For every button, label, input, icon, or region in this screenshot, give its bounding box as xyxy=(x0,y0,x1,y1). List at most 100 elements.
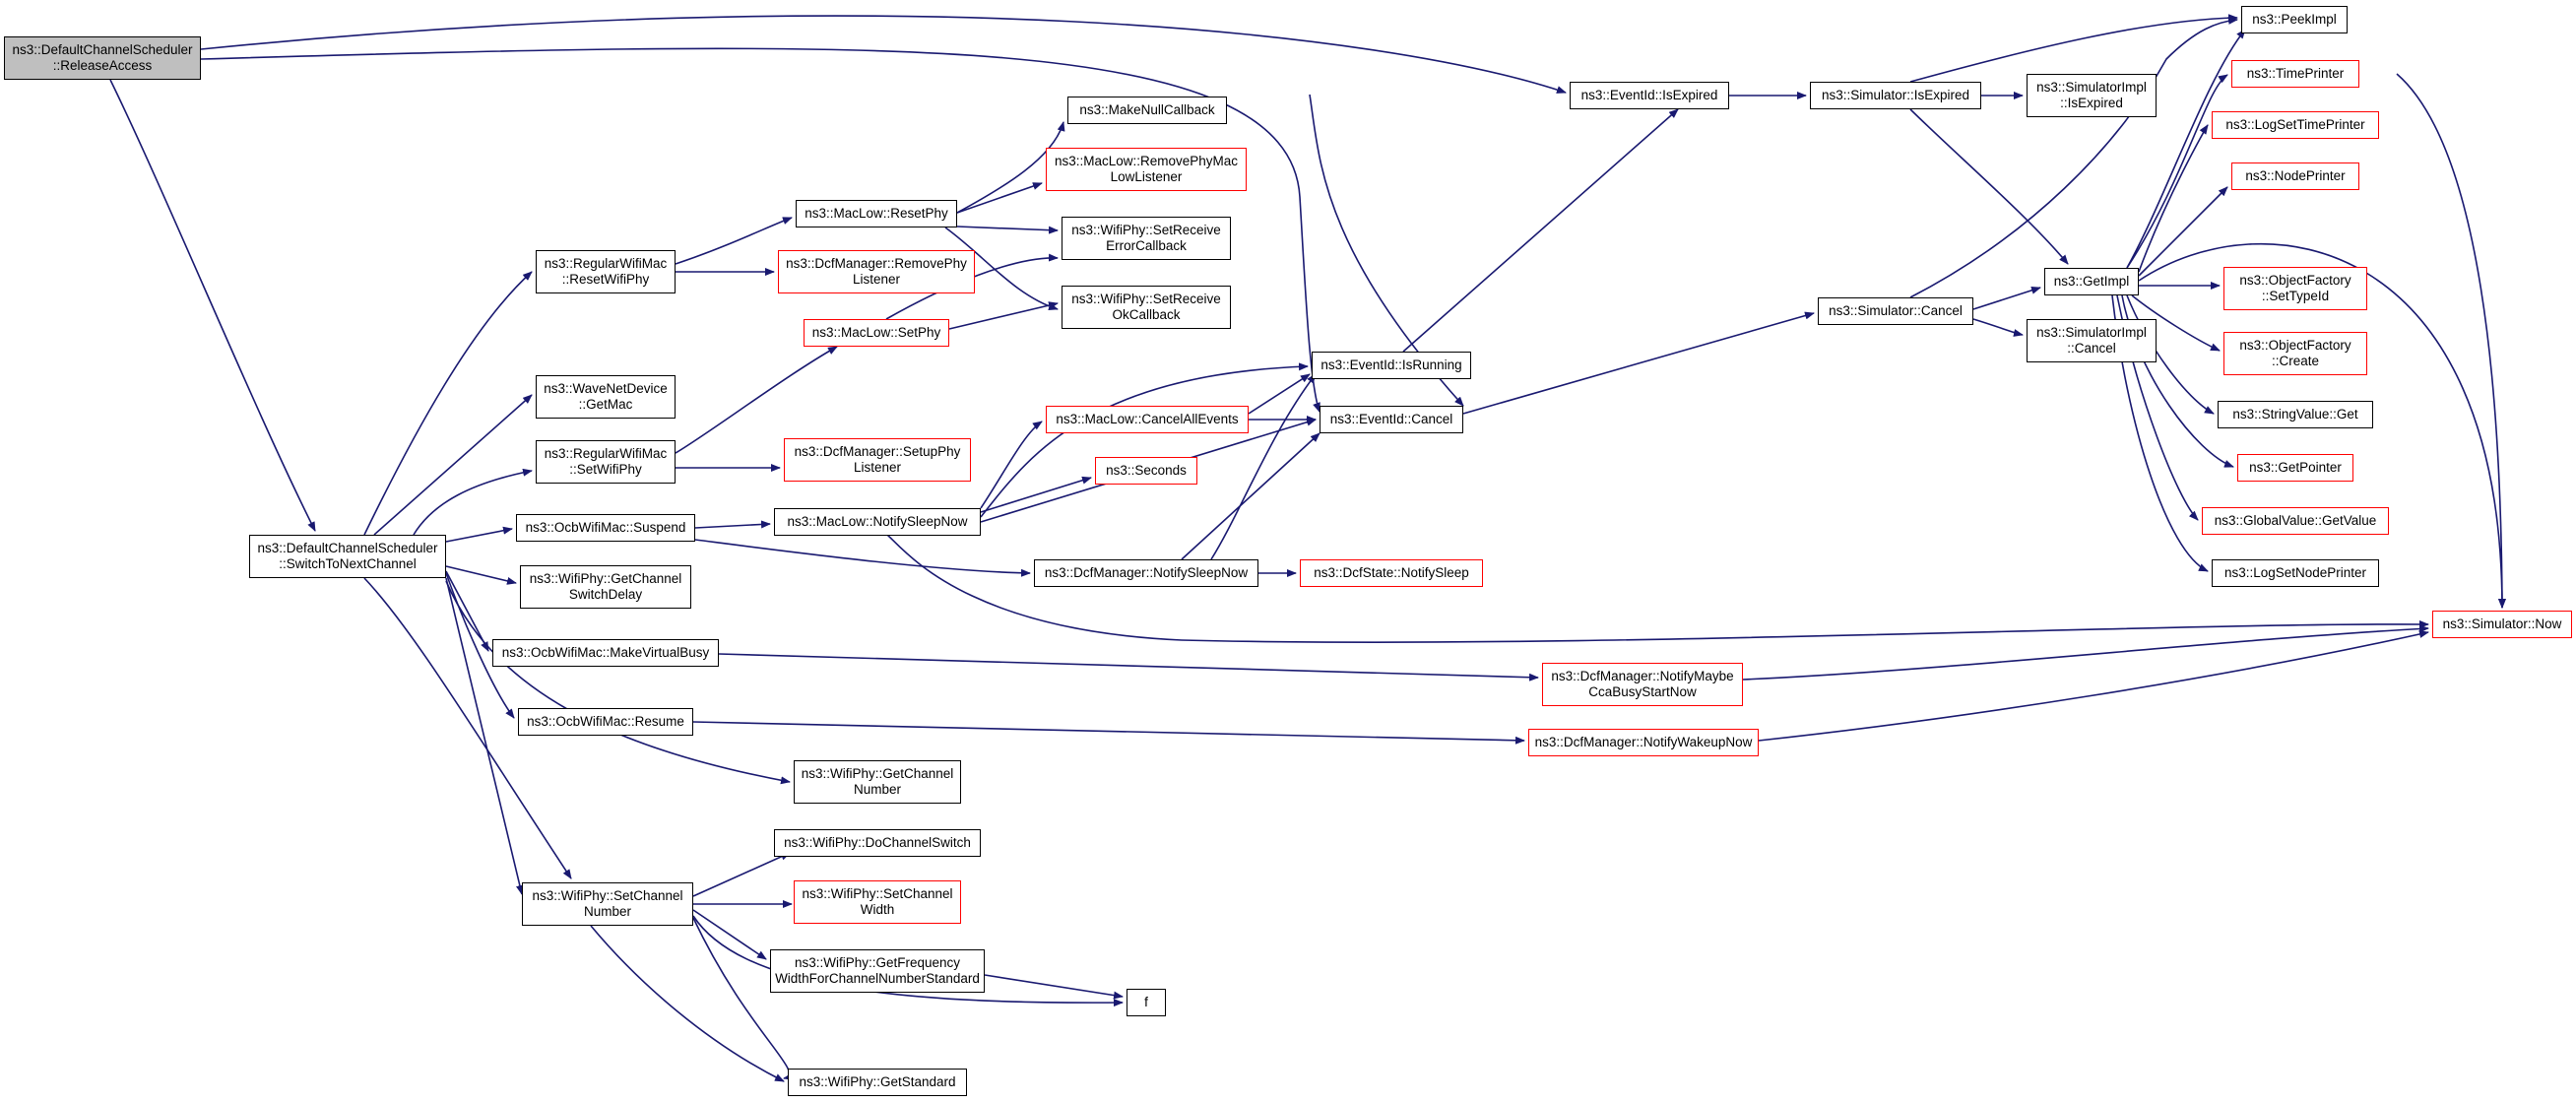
node-object-factory-create[interactable]: ns3::ObjectFactory ::Create xyxy=(2223,332,2367,375)
call-edge xyxy=(694,520,771,529)
node-simulator-cancel[interactable]: ns3::Simulator::Cancel xyxy=(1818,297,1973,325)
node-maclow-set-phy[interactable]: ns3::MacLow::SetPhy xyxy=(804,319,949,347)
node-make-null-callback[interactable]: ns3::MakeNullCallback xyxy=(1067,97,1227,124)
call-edge xyxy=(948,301,1059,330)
node-dcf-setup-phy-listener[interactable]: ns3::DcfManager::SetupPhy Listener xyxy=(784,438,971,482)
call-edge xyxy=(2131,294,2221,352)
node-regular-set-wifi-phy[interactable]: ns3::RegularWifiMac ::SetWifiPhy xyxy=(536,440,676,484)
node-simulator-is-expired[interactable]: ns3::Simulator::IsExpired xyxy=(1810,82,1981,109)
call-edge xyxy=(445,580,791,785)
call-edge xyxy=(1402,108,1679,353)
call-edge xyxy=(1972,286,2041,310)
node-time-printer[interactable]: ns3::TimePrinter xyxy=(2231,60,2359,88)
call-edge xyxy=(692,852,791,897)
node-dcfstate-notify-sleep[interactable]: ns3::DcfState::NotifySleep xyxy=(1300,559,1483,587)
call-edge xyxy=(956,121,1065,214)
call-edge xyxy=(413,468,533,536)
node-wifiphy-set-receive-error-callback[interactable]: ns3::WifiPhy::SetReceive ErrorCallback xyxy=(1062,217,1231,260)
node-dcf-notify-maybe-cca-busy-start-now[interactable]: ns3::DcfManager::NotifyMaybe CcaBusyStar… xyxy=(1542,663,1743,706)
node-simulatorimpl-cancel[interactable]: ns3::SimulatorImpl ::Cancel xyxy=(2027,319,2157,362)
node-wifiphy-do-channel-switch[interactable]: ns3::WifiPhy::DoChannelSwitch xyxy=(774,829,981,857)
node-string-value-get[interactable]: ns3::StringValue::Get xyxy=(2218,401,2373,428)
call-edge xyxy=(956,182,1043,214)
call-edge xyxy=(445,565,517,585)
node-eventid-cancel[interactable]: ns3::EventId::Cancel xyxy=(1320,406,1463,433)
node-wifiphy-set-channel-number[interactable]: ns3::WifiPhy::SetChannel Number xyxy=(522,882,693,926)
call-edge xyxy=(590,925,785,1082)
node-log-set-node-printer[interactable]: ns3::LogSetNodePrinter xyxy=(2212,559,2379,587)
node-dcf-remove-phy-listener[interactable]: ns3::DcfManager::RemovePhy Listener xyxy=(778,250,975,293)
call-edge xyxy=(2126,294,2215,415)
call-edge xyxy=(445,577,524,895)
node-peek-impl[interactable]: ns3::PeekImpl xyxy=(2241,6,2348,33)
node-dcf-notify-sleep-now[interactable]: ns3::DcfManager::NotifySleepNow xyxy=(1034,559,1258,587)
call-edge xyxy=(675,346,838,454)
node-get-impl[interactable]: ns3::GetImpl xyxy=(2044,268,2139,295)
node-ocb-make-virtual-busy[interactable]: ns3::OcbWifiMac::MakeVirtualBusy xyxy=(492,639,719,667)
call-edge xyxy=(675,217,793,265)
call-edge xyxy=(694,539,1031,577)
call-edge xyxy=(1309,94,1464,407)
node-f[interactable]: f xyxy=(1127,989,1166,1016)
call-edge xyxy=(200,15,1567,94)
call-edge xyxy=(2138,124,2209,273)
node-log-set-time-printer[interactable]: ns3::LogSetTimePrinter xyxy=(2212,111,2379,139)
call-edge xyxy=(363,271,533,536)
call-edge xyxy=(2126,74,2228,269)
call-edge xyxy=(718,653,1539,681)
node-switch-to-next-channel[interactable]: ns3::DefaultChannelScheduler ::SwitchToN… xyxy=(249,535,446,578)
call-edge xyxy=(980,362,1309,518)
call-edge xyxy=(445,570,489,652)
call-edge xyxy=(1742,624,2429,681)
node-wifiphy-set-channel-width[interactable]: ns3::WifiPhy::SetChannel Width xyxy=(794,880,961,924)
node-seconds[interactable]: ns3::Seconds xyxy=(1095,457,1197,485)
call-edge xyxy=(692,721,1525,745)
node-maclow-cancel-all-events[interactable]: ns3::MacLow::CancelAllEvents xyxy=(1046,406,1249,433)
node-eventid-is-running[interactable]: ns3::EventId::IsRunning xyxy=(1312,352,1471,379)
call-edge xyxy=(1210,373,1317,560)
call-edge xyxy=(1909,108,2069,265)
call-edge xyxy=(2126,29,2246,269)
node-eventid-is-expired[interactable]: ns3::EventId::IsExpired xyxy=(1570,82,1729,109)
call-edge xyxy=(885,533,2429,643)
call-edge xyxy=(1462,311,1815,415)
node-wifiphy-get-channel-switch-delay[interactable]: ns3::WifiPhy::GetChannel SwitchDelay xyxy=(520,565,691,609)
call-edge xyxy=(885,253,1059,320)
node-simulatorimpl-is-expired[interactable]: ns3::SimulatorImpl ::IsExpired xyxy=(2027,74,2157,117)
call-edge xyxy=(363,577,572,879)
node-wifiphy-get-frequency-width[interactable]: ns3::WifiPhy::GetFrequency WidthForChann… xyxy=(770,949,985,993)
call-edge xyxy=(1181,432,1320,560)
call-edge xyxy=(1972,318,2024,337)
call-edge xyxy=(373,394,533,536)
node-maclow-notify-sleep-now[interactable]: ns3::MacLow::NotifySleepNow xyxy=(774,508,981,536)
call-edge xyxy=(109,79,316,532)
node-node-printer[interactable]: ns3::NodePrinter xyxy=(2231,162,2359,190)
node-ocb-resume[interactable]: ns3::OcbWifiMac::Resume xyxy=(518,708,693,736)
node-simulator-now[interactable]: ns3::Simulator::Now xyxy=(2432,611,2572,638)
node-release-access[interactable]: ns3::DefaultChannelScheduler ::ReleaseAc… xyxy=(4,36,201,80)
node-wifiphy-get-standard[interactable]: ns3::WifiPhy::GetStandard xyxy=(788,1069,967,1096)
call-edge xyxy=(2396,73,2506,609)
node-wifiphy-get-channel-number[interactable]: ns3::WifiPhy::GetChannel Number xyxy=(794,760,961,804)
node-regular-reset-wifi-phy[interactable]: ns3::RegularWifiMac ::ResetWifiPhy xyxy=(536,250,676,293)
node-maclow-reset-phy[interactable]: ns3::MacLow::ResetPhy xyxy=(796,200,957,227)
node-dcf-notify-wakeup-now[interactable]: ns3::DcfManager::NotifyWakeupNow xyxy=(1528,729,1759,756)
call-edge xyxy=(1248,373,1311,415)
node-object-factory-set-type-id[interactable]: ns3::ObjectFactory ::SetTypeId xyxy=(2223,267,2367,310)
node-maclow-remove-phy-mac-low-listener[interactable]: ns3::MacLow::RemovePhyMac LowListener xyxy=(1046,148,1247,191)
call-edge xyxy=(984,974,1124,1000)
node-get-pointer[interactable]: ns3::GetPointer xyxy=(2237,454,2353,482)
call-edge xyxy=(692,909,767,960)
node-global-value-get-value[interactable]: ns3::GlobalValue::GetValue xyxy=(2202,507,2389,535)
call-edge xyxy=(2138,242,2506,609)
call-edge xyxy=(2138,186,2228,277)
node-wifiphy-set-receive-ok-callback[interactable]: ns3::WifiPhy::SetReceive OkCallback xyxy=(1062,286,1231,329)
call-edge xyxy=(1909,14,2238,83)
node-wave-get-mac[interactable]: ns3::WaveNetDevice ::GetMac xyxy=(536,375,676,419)
call-edge xyxy=(1758,630,2429,742)
node-ocb-suspend[interactable]: ns3::OcbWifiMac::Suspend xyxy=(516,514,695,542)
call-edge xyxy=(980,421,1043,509)
call-edge xyxy=(445,526,513,543)
call-edge xyxy=(944,227,1059,311)
call-edge xyxy=(956,226,1059,234)
